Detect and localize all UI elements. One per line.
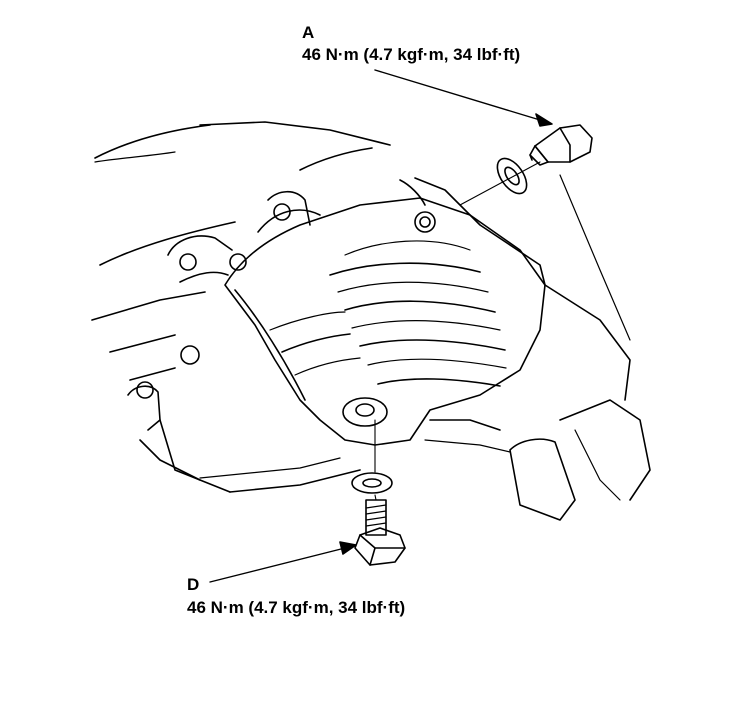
- callout-a-torque: 46 N·m (4.7 kgf·m, 34 lbf·ft): [302, 45, 521, 64]
- washer-a-icon: [496, 157, 528, 195]
- mounting-boss-bottom: [342, 397, 388, 427]
- bolt-a-icon: [529, 124, 593, 166]
- callout-d-torque: 46 N·m (4.7 kgf·m, 34 lbf·ft): [187, 598, 406, 617]
- leader-arrow-d: [209, 541, 357, 583]
- washer-d-icon: [351, 472, 393, 494]
- callout-d-label: D: [187, 575, 200, 594]
- block-bolt-heads: [136, 203, 291, 399]
- mounting-boss-top: [414, 211, 436, 233]
- exhaust-pipe-outline: [424, 174, 651, 521]
- stiffener-bracket: [224, 177, 546, 446]
- callout-a-label: A: [302, 23, 315, 42]
- bolt-d-icon: [354, 499, 406, 566]
- alignment-guide-lines: [374, 161, 541, 501]
- leader-arrow-a: [374, 69, 553, 127]
- engine-block-outline: [91, 121, 391, 493]
